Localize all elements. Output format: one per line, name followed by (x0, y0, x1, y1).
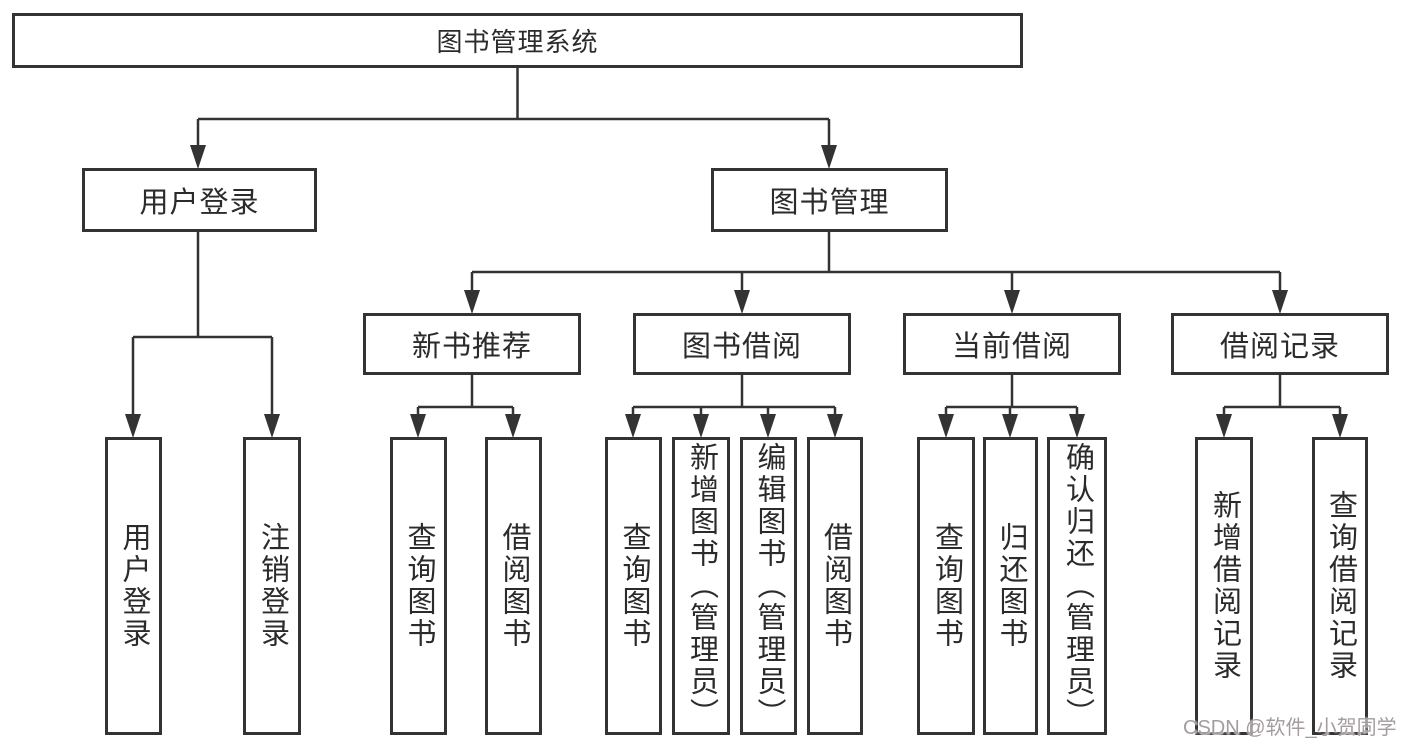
watermark: CSDN @软件_小贺同学 (1183, 717, 1397, 739)
leaf-records-query-record-label: 查询借阅记录 (1324, 490, 1357, 682)
leaf-logout-login-label: 注销登录 (256, 522, 289, 650)
node-user-login: 用户登录 (82, 168, 317, 232)
node-root-label: 图书管理系统 (436, 27, 599, 57)
leaf-borrow-borrow-books-label: 借阅图书 (819, 522, 852, 650)
leaf-current-confirm-return: 确认归还（管理员） (1047, 437, 1107, 735)
leaf-current-query-books: 查询图书 (917, 437, 975, 735)
node-book-borrow: 图书借阅 (633, 313, 851, 375)
leaf-records-query-record: 查询借阅记录 (1312, 437, 1368, 735)
leaf-logout-login: 注销登录 (243, 437, 301, 735)
leaf-borrow-edit-books-label: 编辑图书（管理员） (753, 442, 785, 730)
leaf-borrow-edit-books: 编辑图书（管理员） (740, 437, 797, 735)
leaf-current-return-books: 归还图书 (983, 437, 1038, 735)
leaf-borrow-add-books-label: 新增图书（管理员） (685, 442, 718, 730)
node-book-borrow-label: 图书借阅 (681, 331, 802, 363)
leaf-newbook-borrow-books: 借阅图书 (485, 437, 542, 735)
node-book-management: 图书管理 (711, 168, 948, 232)
node-user-login-label: 用户登录 (139, 187, 260, 219)
node-borrow-records-label: 借阅记录 (1219, 331, 1340, 363)
leaf-borrow-add-books: 新增图书（管理员） (672, 437, 730, 735)
connector-paths (131, 68, 1342, 415)
leaf-current-return-books-label: 归还图书 (995, 522, 1027, 650)
leaf-records-add-record: 新增借阅记录 (1195, 437, 1253, 735)
leaf-newbook-query-books-label: 查询图书 (403, 522, 435, 650)
node-current-borrow: 当前借阅 (903, 313, 1121, 375)
leaf-user-login-label: 用户登录 (118, 522, 150, 650)
leaf-borrow-query-books: 查询图书 (605, 437, 662, 735)
leaf-user-login: 用户登录 (105, 437, 162, 735)
node-borrow-records: 借阅记录 (1171, 313, 1389, 375)
leaf-newbook-query-books: 查询图书 (390, 437, 447, 735)
leaf-borrow-borrow-books: 借阅图书 (807, 437, 863, 735)
leaf-current-query-books-label: 查询图书 (930, 522, 963, 650)
leaf-current-confirm-return-label: 确认归还（管理员） (1061, 442, 1094, 730)
node-current-borrow-label: 当前借阅 (951, 331, 1072, 363)
node-root: 图书管理系统 (12, 13, 1023, 68)
node-new-book-recommend-label: 新书推荐 (411, 331, 532, 363)
leaf-newbook-borrow-books-label: 借阅图书 (498, 522, 530, 650)
node-new-book-recommend: 新书推荐 (363, 313, 581, 375)
node-book-management-label: 图书管理 (769, 187, 890, 219)
arrowhead-icons (125, 145, 1348, 438)
leaf-records-add-record-label: 新增借阅记录 (1208, 490, 1241, 682)
leaf-borrow-query-books-label: 查询图书 (618, 522, 650, 650)
